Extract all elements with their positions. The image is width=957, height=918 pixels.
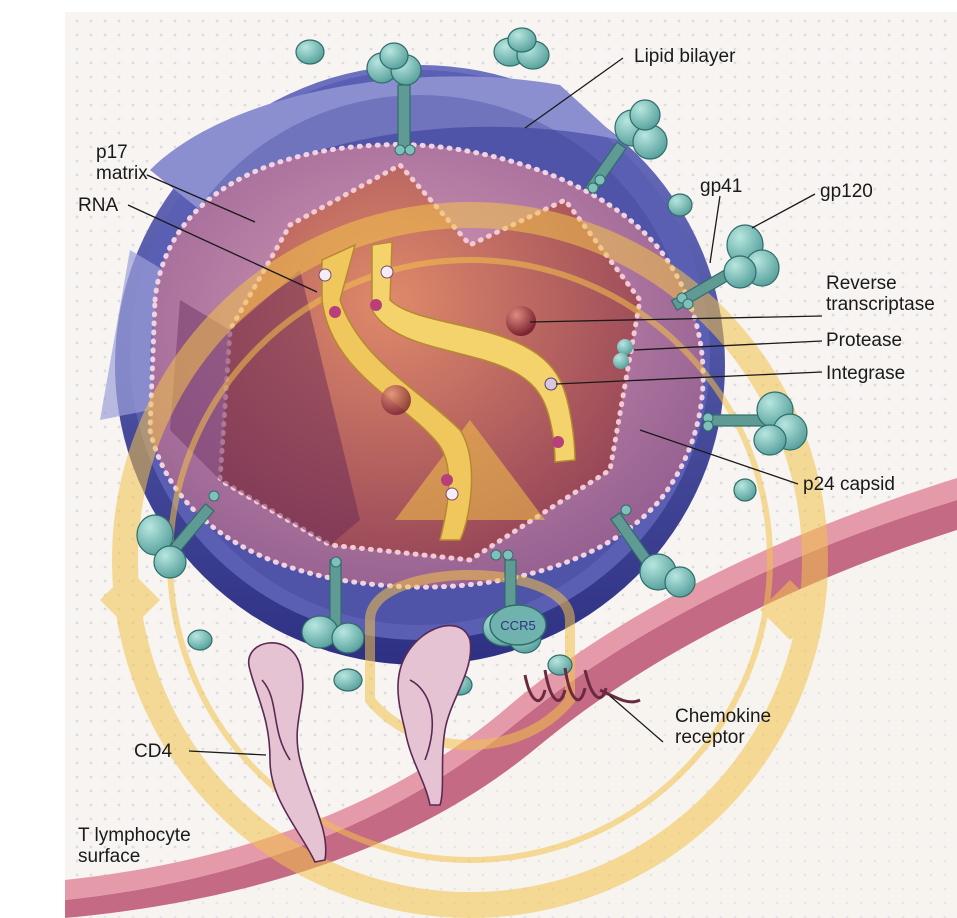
label-rna: RNA bbox=[78, 195, 118, 216]
label-protease: Protease bbox=[826, 330, 902, 351]
label-lipid-bilayer: Lipid bilayer bbox=[634, 46, 735, 67]
label-p24-capsid: p24 capsid bbox=[803, 474, 895, 495]
label-cd4: CD4 bbox=[134, 741, 172, 762]
ccr5-coreceptor: CCR5 bbox=[490, 605, 546, 645]
label-chemokine-line2: receptor bbox=[675, 727, 745, 748]
label-integrase: Integrase bbox=[826, 363, 905, 384]
label-chemokine-line1: Chemokine bbox=[675, 706, 771, 727]
label-tlymph-line2: surface bbox=[78, 846, 140, 867]
label-p17-line1: p17 bbox=[96, 142, 128, 163]
label-gp120: gp120 bbox=[820, 181, 873, 202]
label-reverse-line1: Reverse bbox=[826, 273, 897, 294]
label-tlymph-line1: T lymphocyte bbox=[78, 825, 191, 846]
label-p17-line2: matrix bbox=[96, 163, 148, 184]
label-gp41: gp41 bbox=[700, 176, 742, 197]
ccr5-label: CCR5 bbox=[500, 618, 535, 633]
protease-particle bbox=[617, 339, 633, 355]
reverse-transcriptase-particle bbox=[506, 306, 536, 336]
label-reverse-line2: transcriptase bbox=[826, 294, 935, 315]
